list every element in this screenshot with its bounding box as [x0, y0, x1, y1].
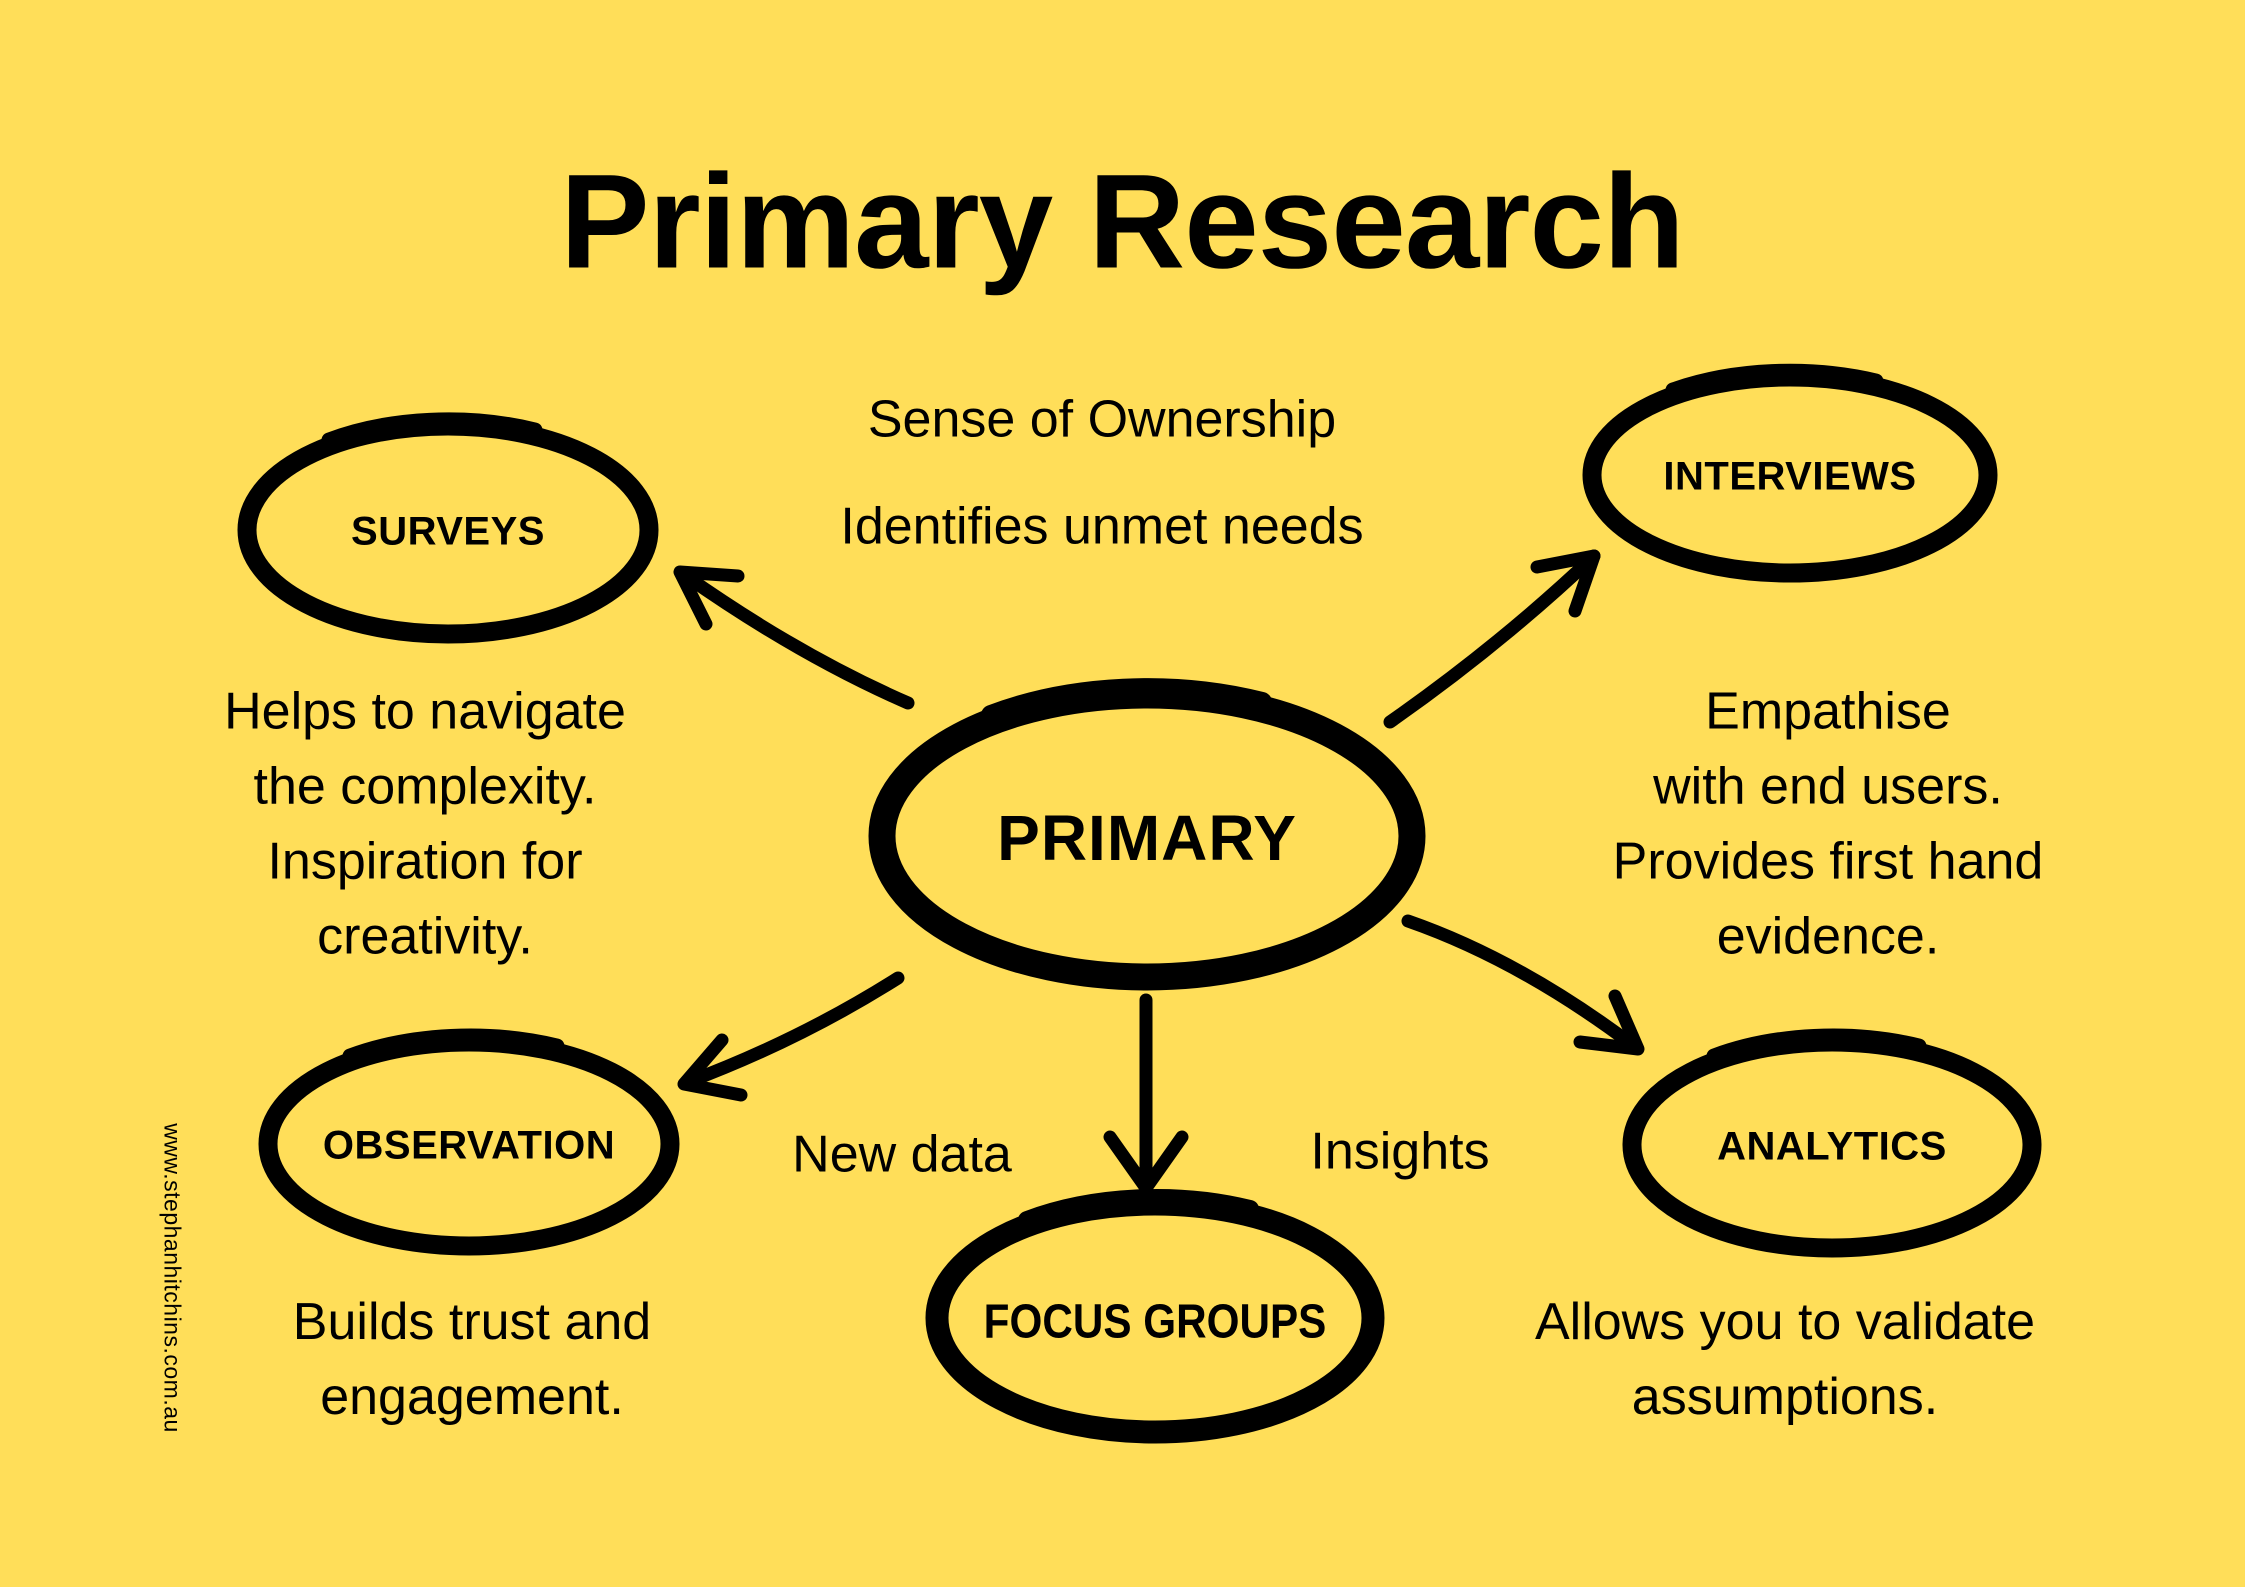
node-focus-groups: FOCUS GROUPS	[983, 1295, 1327, 1349]
note-new-data: New data	[792, 1125, 1012, 1184]
surveys-ellipse	[237, 412, 659, 644]
note-identifies-unmet-needs: Identifies unmet needs	[840, 497, 1364, 556]
page-title: Primary Research	[560, 147, 1685, 297]
node-analytics: ANALYTICS	[1717, 1124, 1947, 1169]
node-observation: OBSERVATION	[322, 1123, 616, 1168]
node-primary: PRIMARY	[997, 802, 1297, 874]
primary-ellipse	[868, 678, 1426, 991]
analytics-ellipse	[1622, 1028, 2042, 1258]
node-interviews: INTERVIEWS	[1663, 454, 1917, 499]
note-sense-of-ownership: Sense of Ownership	[867, 390, 1337, 449]
note-insights: Insights	[1310, 1122, 1490, 1181]
note-analytics-benefit: Allows you to validate assumptions.	[1534, 1293, 2036, 1426]
arrow-to-interviews	[1383, 549, 1601, 729]
website-credit: www.stephanhitchins.com.au	[159, 1123, 186, 1433]
focus-groups-ellipse	[925, 1188, 1385, 1444]
node-surveys: SURVEYS	[351, 509, 545, 554]
arrow-to-analytics	[1401, 914, 1645, 1056]
interviews-ellipse	[1582, 363, 1998, 583]
note-surveys-benefit: Helps to navigate the complexity. Inspir…	[224, 682, 626, 965]
arrow-to-observation	[677, 971, 905, 1102]
arrow-to-focus-groups	[1103, 993, 1189, 1195]
observation-ellipse	[258, 1028, 680, 1256]
arrow-to-surveys	[673, 565, 915, 710]
note-interviews-benefit: Empathise with end users. Provides first…	[1612, 682, 2044, 965]
note-observation-benefit: Builds trust and engagement.	[292, 1293, 652, 1426]
